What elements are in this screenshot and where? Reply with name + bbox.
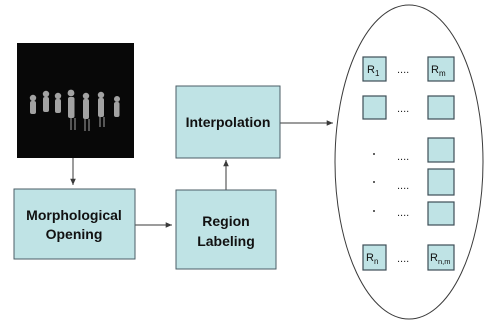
dot-mid-2 [373, 181, 375, 183]
dots-row2: .... [397, 103, 409, 115]
svg-text:Rn: Rn [366, 252, 378, 266]
rn-label: R [366, 252, 374, 264]
dots-mid1: .... [397, 151, 409, 163]
rn-sub: n [374, 257, 378, 266]
input-photo [17, 43, 134, 158]
region-cell-rm: Rm [427, 56, 455, 82]
svg-text:Rn,m: Rn,m [430, 252, 450, 266]
dots-mid3: .... [397, 207, 409, 219]
dot-mid-1 [373, 153, 375, 155]
rnm-sub: n,m [438, 257, 451, 266]
region-cell-r1: R1 [362, 56, 387, 82]
region-cell-rnm: Rn,m [427, 244, 455, 271]
r1-label: R [367, 64, 375, 76]
node-region-labeling: Region Labeling [175, 189, 277, 270]
region-label-line1: Region [202, 213, 249, 229]
rnm-label: R [430, 252, 438, 264]
region-cell-row2-right [427, 95, 455, 120]
region-label-line2: Labeling [197, 233, 255, 249]
dots-row1: .... [397, 64, 409, 76]
r1-sub: 1 [375, 69, 380, 78]
region-cell-mid2 [427, 168, 455, 196]
svg-text:Rm: Rm [431, 64, 446, 78]
rm-sub: m [439, 69, 446, 78]
rm-label: R [431, 64, 439, 76]
region-cell-row2-left [362, 95, 387, 120]
region-cell-mid3 [427, 201, 455, 226]
interp-label: Interpolation [186, 114, 271, 130]
morph-label-line1: Morphological [26, 207, 122, 223]
morph-label-line2: Opening [46, 226, 103, 242]
node-interpolation: Interpolation [175, 85, 281, 159]
dots-mid2: .... [397, 180, 409, 192]
dots-last: .... [397, 253, 409, 265]
svg-text:R1: R1 [367, 64, 380, 78]
region-cell-rn: Rn [362, 244, 387, 271]
regions-ellipse [334, 4, 484, 320]
node-morphological-opening: Morphological Opening [13, 188, 136, 260]
dot-mid-3 [373, 210, 375, 212]
region-cell-mid1 [427, 137, 455, 163]
